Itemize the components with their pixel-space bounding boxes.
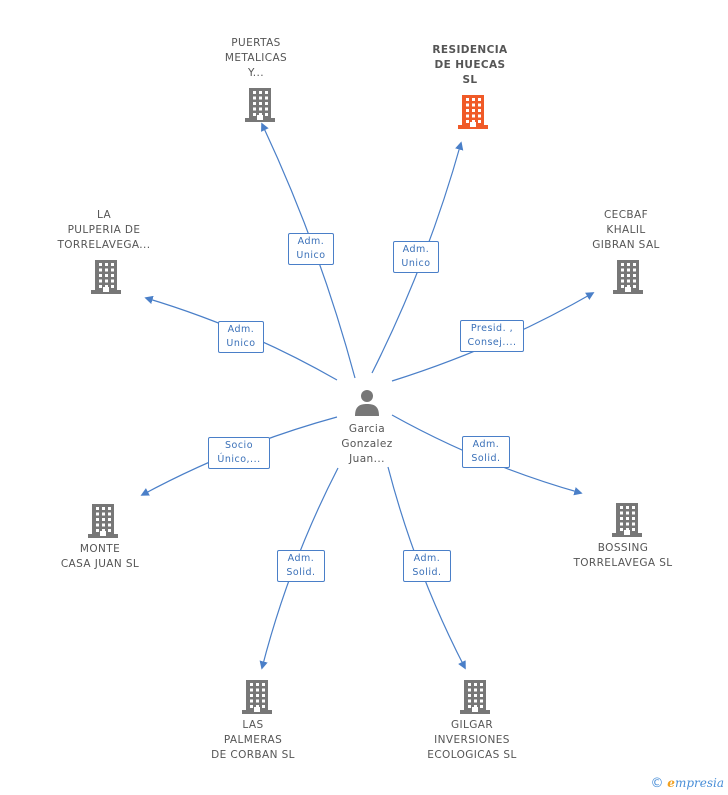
company-label-pulperia[interactable]: LA PULPERIA DE TORRELAVEGA...: [57, 209, 151, 251]
brand-footer: © empresia: [650, 776, 724, 791]
building-icon-monte[interactable]: [88, 502, 118, 538]
role-badge-palmeras: Adm. Solid.: [277, 550, 325, 582]
company-label-puertas[interactable]: PUERTAS METALICAS Y...: [224, 37, 288, 79]
role-badge-gilgar: Adm. Solid.: [403, 550, 451, 582]
building-icon-puertas[interactable]: [245, 86, 275, 122]
building-icon-cecbaf[interactable]: [613, 258, 643, 294]
person-icon: [355, 390, 379, 416]
brand-rest: mpresia: [674, 776, 724, 790]
role-badge-residencia: Adm. Unico: [393, 241, 439, 273]
brand-initial: e: [667, 776, 675, 790]
company-label-palmeras[interactable]: LAS PALMERAS DE CORBAN SL: [211, 719, 295, 761]
center-person-name[interactable]: Garcia Gonzalez Juan...: [341, 423, 393, 465]
building-icon-residencia[interactable]: [458, 93, 488, 129]
building-icon-palmeras[interactable]: [242, 678, 272, 714]
role-badge-puertas: Adm. Unico: [288, 233, 334, 265]
copyright-icon: ©: [650, 776, 664, 791]
company-label-gilgar[interactable]: GILGAR INVERSIONES ECOLOGICAS SL: [427, 719, 517, 761]
role-badge-bossing: Adm. Solid.: [462, 436, 510, 468]
company-label-cecbaf[interactable]: CECBAF KHALIL GIBRAN SAL: [592, 209, 660, 251]
company-label-bossing[interactable]: BOSSING TORRELAVEGA SL: [573, 542, 673, 569]
building-icon-pulperia[interactable]: [91, 258, 121, 294]
company-label-residencia[interactable]: RESIDENCIA DE HUECAS SL: [432, 44, 508, 86]
building-icon-gilgar[interactable]: [460, 678, 490, 714]
role-badge-pulperia: Adm. Unico: [218, 321, 264, 353]
company-label-monte[interactable]: MONTE CASA JUAN SL: [60, 543, 140, 570]
building-icon-bossing[interactable]: [612, 501, 642, 537]
role-badge-monte: Socio Único,...: [208, 437, 270, 469]
role-badge-cecbaf: Presid. , Consej....: [460, 320, 524, 352]
